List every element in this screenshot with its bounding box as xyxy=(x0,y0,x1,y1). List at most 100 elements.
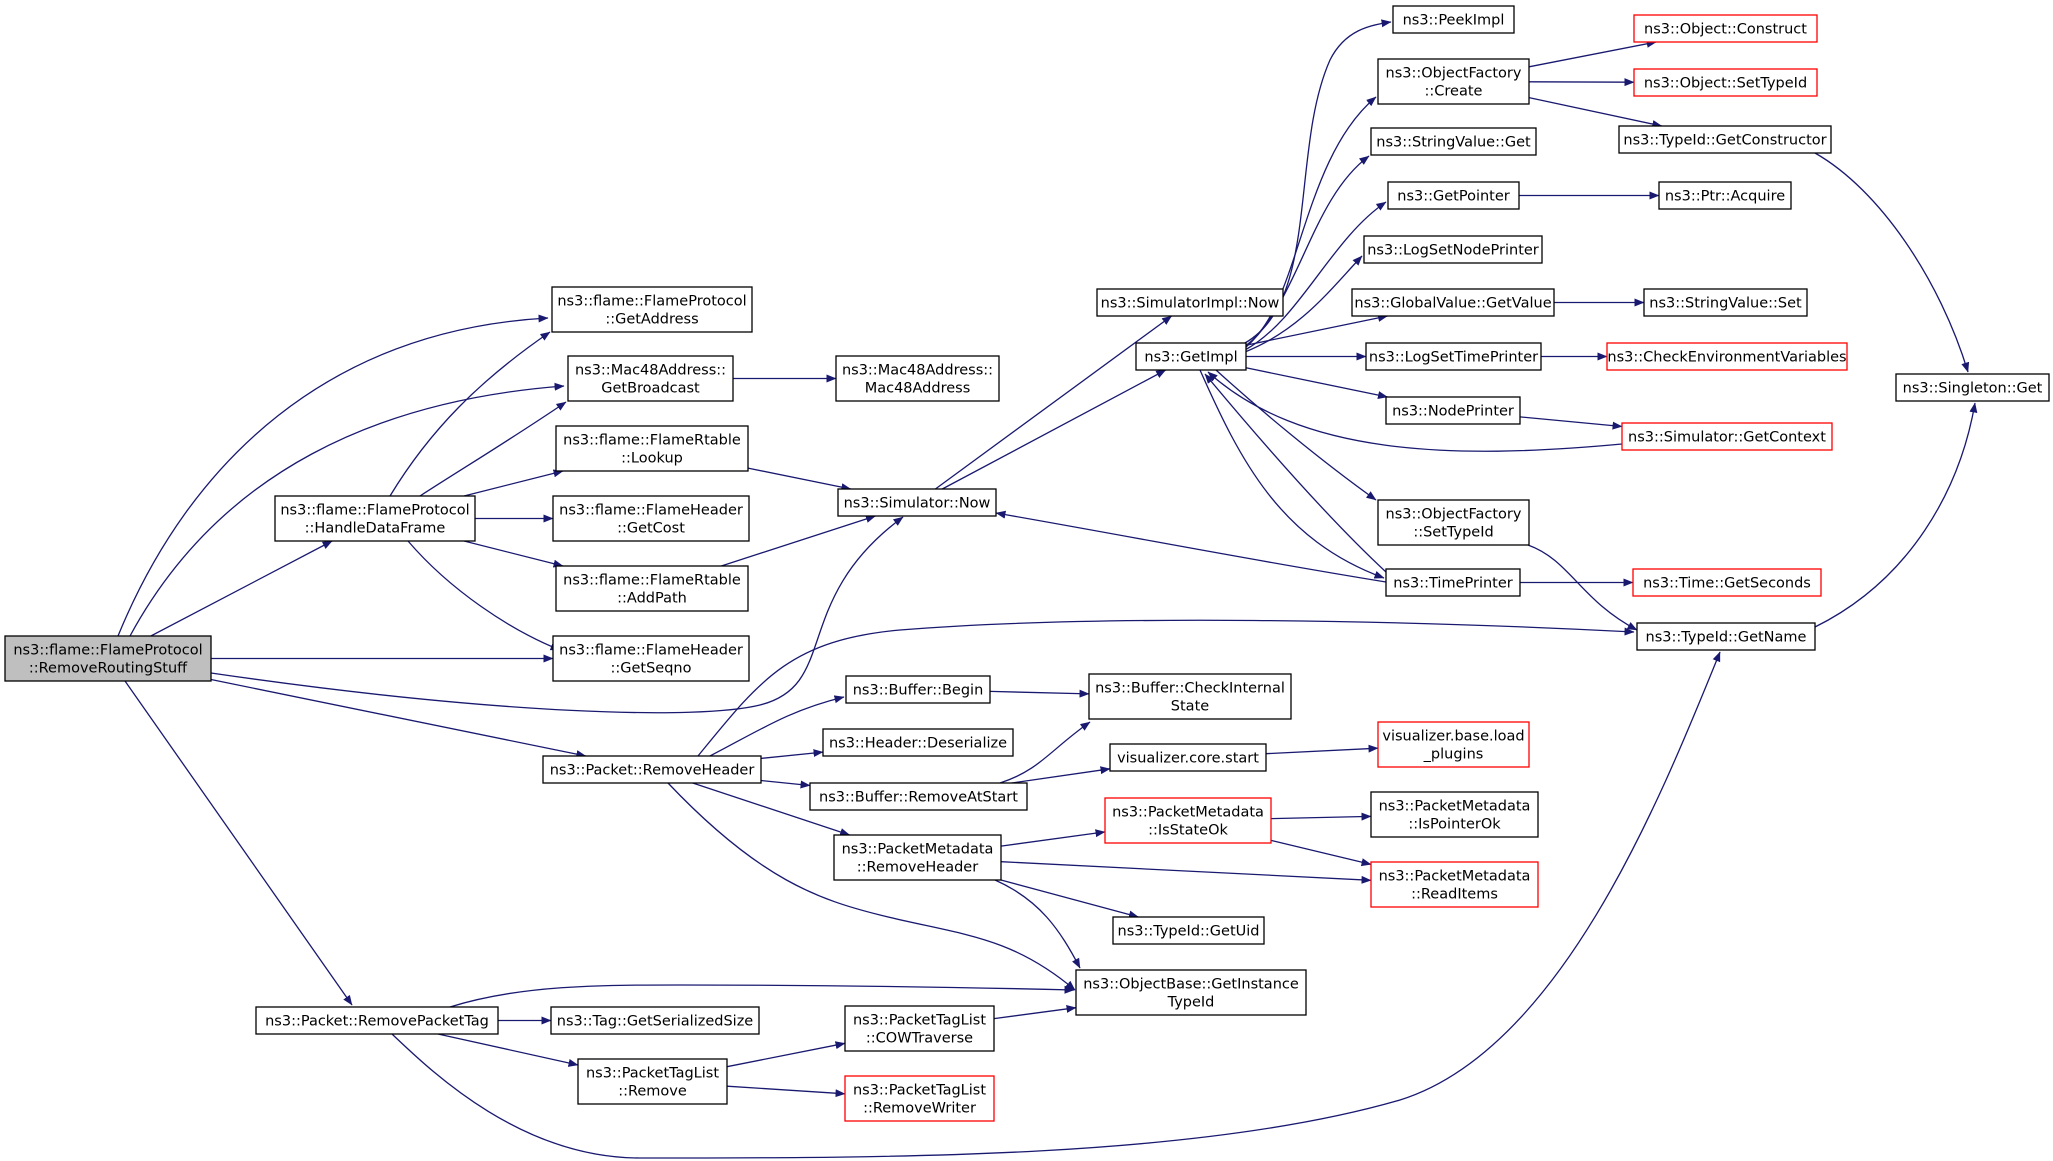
node-timeGetSeconds[interactable]: ns3::Time::GetSeconds xyxy=(1632,568,1822,597)
node-getSeqno[interactable]: ns3::flame::FlameHeader::GetSeqno xyxy=(552,635,750,682)
node-getImpl[interactable]: ns3::GetImpl xyxy=(1135,342,1247,371)
node-stringValueGet[interactable]: ns3::StringValue::Get xyxy=(1370,127,1537,156)
edge-nodePrinter-to-simGetContext xyxy=(1519,416,1623,430)
node-addPath[interactable]: ns3::flame::FlameRtable::AddPath xyxy=(555,565,749,612)
node-box xyxy=(1112,916,1265,945)
node-box xyxy=(542,755,762,784)
node-label: ns3::PacketTagList xyxy=(586,1066,719,1082)
node-objConstruct[interactable]: ns3::Object::Construct xyxy=(1633,14,1818,43)
node-label: ns3::Buffer::CheckInternal xyxy=(1095,681,1285,697)
node-label: TypeId xyxy=(1167,995,1215,1011)
node-label: Mac48Address xyxy=(865,381,971,397)
node-ofCreate[interactable]: ns3::ObjectFactory::Create xyxy=(1377,58,1530,105)
node-ptlCowTraverse[interactable]: ns3::PacketTagList::COWTraverse xyxy=(844,1005,995,1052)
node-logSetTimePrinter[interactable]: ns3::LogSetTimePrinter xyxy=(1365,342,1542,371)
node-pmRemoveHeader[interactable]: ns3::PacketMetadata::RemoveHeader xyxy=(833,834,1002,881)
node-box xyxy=(1109,743,1267,772)
node-label: ns3::Singleton::Get xyxy=(1903,381,2043,397)
node-root[interactable]: ns3::flame::FlameProtocol::RemoveRouting… xyxy=(4,635,212,682)
node-label: GetBroadcast xyxy=(601,381,700,397)
node-getAddress[interactable]: ns3::flame::FlameProtocol::GetAddress xyxy=(551,286,753,333)
edge-ofCreate-to-objConstruct xyxy=(1528,39,1657,68)
node-logSetNodePrinter[interactable]: ns3::LogSetNodePrinter xyxy=(1363,235,1543,264)
node-vizStart[interactable]: visualizer.core.start xyxy=(1109,743,1267,772)
node-label: ns3::flame::FlameRtable xyxy=(563,433,741,449)
node-box xyxy=(555,425,749,472)
node-tagGetSerializedSize[interactable]: ns3::Tag::GetSerializedSize xyxy=(550,1006,760,1035)
node-peekImpl[interactable]: ns3::PeekImpl xyxy=(1392,5,1515,34)
node-label: ns3::Buffer::Begin xyxy=(853,683,984,699)
node-getBroadcast[interactable]: ns3::Mac48Address::GetBroadcast xyxy=(567,355,734,402)
node-bufferBegin[interactable]: ns3::Buffer::Begin xyxy=(845,675,991,704)
edge-root-to-getAddress xyxy=(117,314,549,637)
node-label: ns3::flame::FlameProtocol xyxy=(557,294,746,310)
node-singletonGet[interactable]: ns3::Singleton::Get xyxy=(1895,373,2050,402)
node-label: ::GetSeqno xyxy=(610,661,691,677)
node-mac48[interactable]: ns3::Mac48Address::Mac48Address xyxy=(835,355,1000,402)
node-label: ns3::PacketMetadata xyxy=(1112,805,1264,821)
node-gvGetValue[interactable]: ns3::GlobalValue::GetValue xyxy=(1351,288,1555,317)
edge-pmRemoveHeader-to-objGetInstanceTypeId xyxy=(994,879,1081,969)
node-timePrinter[interactable]: ns3::TimePrinter xyxy=(1385,568,1521,597)
node-label: ns3::flame::FlameProtocol xyxy=(13,643,202,659)
node-box xyxy=(844,1075,995,1122)
node-box xyxy=(1363,235,1543,264)
node-stringValueSet[interactable]: ns3::StringValue::Set xyxy=(1643,288,1808,317)
node-pmIsPointerOk[interactable]: ns3::PacketMetadata::IsPointerOk xyxy=(1370,791,1539,838)
edge-packetRemoveHeader-to-typeIdGetName xyxy=(697,619,1635,757)
node-label: ::RemoveHeader xyxy=(857,860,978,876)
node-typeIdGetUid[interactable]: ns3::TypeId::GetUid xyxy=(1112,916,1265,945)
edge-getImpl-to-stringValueGet xyxy=(1244,155,1370,349)
node-box xyxy=(822,728,1014,757)
node-vizLoadPlugins[interactable]: visualizer.base.load_plugins xyxy=(1377,721,1530,768)
node-box xyxy=(1370,861,1539,908)
node-typeIdGetName[interactable]: ns3::TypeId::GetName xyxy=(1636,622,1816,651)
node-label: ns3::PacketTagList xyxy=(853,1013,986,1029)
edge-addPath-to-simNow xyxy=(721,515,876,567)
node-label: ::GetAddress xyxy=(605,312,698,328)
node-lookup[interactable]: ns3::flame::FlameRtable::Lookup xyxy=(555,425,749,472)
node-label: ::ReadItems xyxy=(1411,887,1498,903)
node-objSetTypeId[interactable]: ns3::Object::SetTypeId xyxy=(1633,68,1818,97)
node-label: _plugins xyxy=(1423,747,1484,763)
node-label: ns3::Time::GetSeconds xyxy=(1643,576,1811,592)
edge-handleData-to-getAddress xyxy=(389,331,551,497)
node-label: ns3::PacketTagList xyxy=(853,1083,986,1099)
node-pmIsStateOk[interactable]: ns3::PacketMetadata::IsStateOk xyxy=(1104,797,1272,844)
node-box xyxy=(837,488,997,517)
edge-packetRemovePacketTag-to-objGetInstanceTypeId xyxy=(449,984,1075,1008)
node-ptlRemoveWriter[interactable]: ns3::PacketTagList::RemoveWriter xyxy=(844,1075,995,1122)
edge-typeIdGetName-to-singletonGet xyxy=(1814,402,1978,628)
node-ofSetTypeId[interactable]: ns3::ObjectFactory::SetTypeId xyxy=(1377,499,1530,546)
node-packetRemoveHeader[interactable]: ns3::Packet::RemoveHeader xyxy=(542,755,762,784)
node-label: ns3::flame::FlameHeader xyxy=(559,503,743,519)
edge-handleData-to-lookup xyxy=(463,469,564,497)
node-box xyxy=(1633,68,1818,97)
node-getConstructor[interactable]: ns3::TypeId::GetConstructor xyxy=(1618,125,1832,154)
edge-bufferRemoveAtStart-to-bufferCheck xyxy=(999,721,1091,784)
edge-ptlRemove-to-ptlRemoveWriter xyxy=(726,1085,846,1098)
node-headerDeserialize[interactable]: ns3::Header::Deserialize xyxy=(822,728,1014,757)
node-box xyxy=(1636,622,1816,651)
edge-packetRemovePacketTag-to-ptlRemove xyxy=(437,1033,579,1067)
edge-packetRemoveHeader-to-bufferBegin xyxy=(709,695,845,757)
node-label: ns3::PacketMetadata xyxy=(1379,869,1531,885)
node-ptlRemove[interactable]: ns3::PacketTagList::Remove xyxy=(577,1058,728,1105)
node-simNow[interactable]: ns3::Simulator::Now xyxy=(837,488,997,517)
node-ptrAcquire[interactable]: ns3::Ptr::Acquire xyxy=(1658,181,1792,210)
node-layer: ns3::flame::FlameProtocol::RemoveRouting… xyxy=(4,5,2050,1122)
node-simImplNow[interactable]: ns3::SimulatorImpl::Now xyxy=(1096,288,1284,317)
node-getPointer[interactable]: ns3::GetPointer xyxy=(1387,181,1520,210)
node-checkEnv[interactable]: ns3::CheckEnvironmentVariables xyxy=(1606,342,1848,371)
node-nodePrinter[interactable]: ns3::NodePrinter xyxy=(1385,396,1521,425)
node-bufferRemoveAtStart[interactable]: ns3::Buffer::RemoveAtStart xyxy=(809,782,1028,811)
node-packetRemovePacketTag[interactable]: ns3::Packet::RemovePacketTag xyxy=(255,1006,499,1035)
node-pmReadItems[interactable]: ns3::PacketMetadata::ReadItems xyxy=(1370,861,1539,908)
node-simGetContext[interactable]: ns3::Simulator::GetContext xyxy=(1621,422,1833,451)
node-handleData[interactable]: ns3::flame::FlameProtocol::HandleDataFra… xyxy=(274,495,476,542)
node-getCost[interactable]: ns3::flame::FlameHeader::GetCost xyxy=(552,495,750,542)
node-box xyxy=(835,355,1000,402)
edge-packetRemoveHeader-to-objGetInstanceTypeId xyxy=(667,782,1076,991)
